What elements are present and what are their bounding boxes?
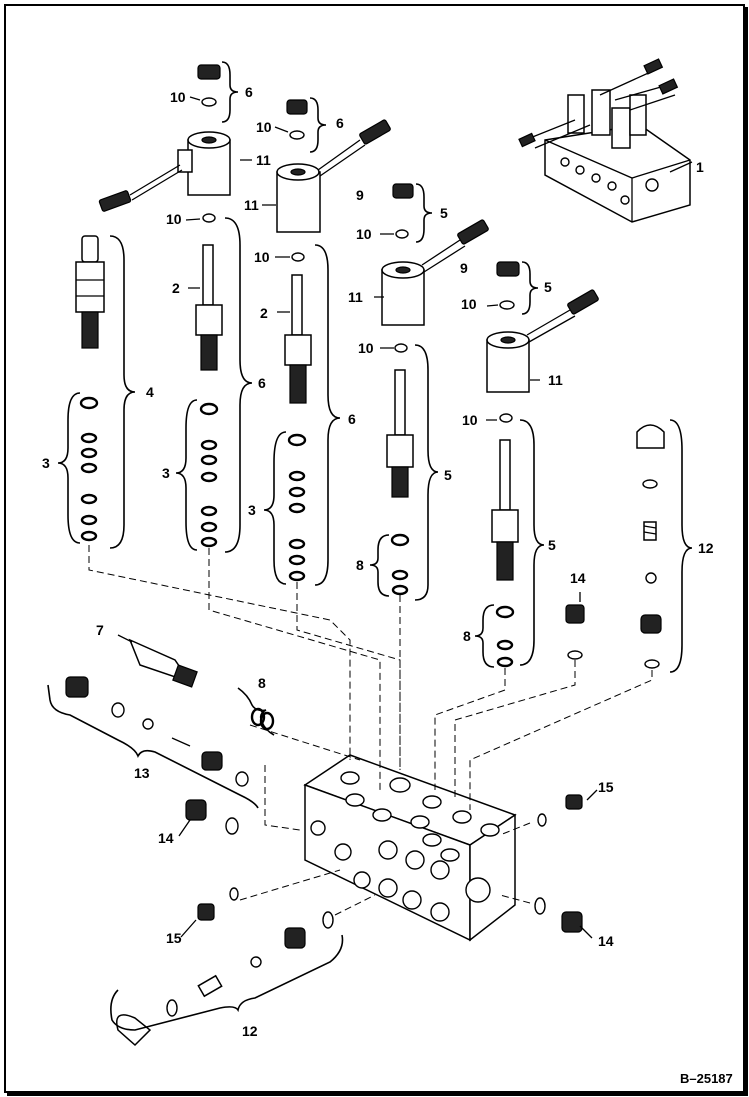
label-3b: 3 <box>162 465 170 481</box>
coil-assembly-b <box>276 99 391 262</box>
label-9a: 9 <box>356 187 364 203</box>
label-15a: 15 <box>598 779 614 795</box>
label-10c: 10 <box>256 119 272 135</box>
cartridge-d <box>491 439 519 581</box>
label-11c: 11 <box>348 289 363 305</box>
label-2a: 2 <box>172 280 180 296</box>
label-13: 13 <box>134 765 150 781</box>
label-8a: 8 <box>356 557 364 573</box>
label-10h: 10 <box>462 412 478 428</box>
label-14a: 14 <box>570 570 586 586</box>
label-15b: 15 <box>166 930 182 946</box>
label-10e: 10 <box>356 226 372 242</box>
relief-valve-7 <box>128 638 275 731</box>
callout-labels: 1 2 2 3 3 3 4 5 5 5 5 6 6 6 6 7 8 8 8 9 … <box>42 84 714 1039</box>
leader-lines <box>117 96 693 939</box>
label-1: 1 <box>696 159 704 175</box>
cartridge-relief-valve <box>75 235 105 349</box>
label-4: 4 <box>146 384 154 400</box>
label-8b: 8 <box>463 628 471 644</box>
label-6b: 6 <box>336 115 344 131</box>
assembled-valve-illustration <box>518 58 691 223</box>
check-valve-kit-bottom <box>116 911 334 1047</box>
label-2b: 2 <box>260 305 268 321</box>
label-5a: 5 <box>440 205 448 221</box>
label-11d: 11 <box>548 372 563 388</box>
label-6a: 6 <box>245 84 253 100</box>
label-11a: 11 <box>256 152 271 168</box>
cartridge-c <box>386 369 414 498</box>
check-valve-kit-13 <box>65 676 249 787</box>
plug-15-bottom <box>197 887 239 921</box>
valve-manifold-block <box>303 754 517 942</box>
label-14b: 14 <box>158 830 174 846</box>
label-10d: 10 <box>254 249 270 265</box>
label-14c: 14 <box>598 933 614 949</box>
label-10f: 10 <box>358 340 374 356</box>
label-12a: 12 <box>698 540 714 556</box>
bracket-braces <box>47 61 693 1031</box>
coil-assembly-c <box>381 183 489 353</box>
plug-15-right <box>537 794 583 827</box>
label-5c: 5 <box>444 467 452 483</box>
label-8c: 8 <box>258 675 266 691</box>
label-10g: 10 <box>461 296 477 312</box>
label-3a: 3 <box>42 455 50 471</box>
label-7: 7 <box>96 622 104 638</box>
plug-14-top <box>565 604 585 660</box>
figure-reference: B–25187 <box>680 1071 733 1086</box>
label-3c: 3 <box>248 502 256 518</box>
cartridge-a <box>195 244 223 371</box>
label-10a: 10 <box>170 89 186 105</box>
label-6c: 6 <box>258 375 266 391</box>
plug-14-bottom <box>534 897 583 933</box>
coil-assembly-a <box>98 64 231 223</box>
seal-kit-rings <box>79 396 515 668</box>
label-12b: 12 <box>242 1023 258 1039</box>
label-5d: 5 <box>548 537 556 553</box>
coil-assembly-d <box>486 261 599 423</box>
alignment-lines <box>88 545 653 916</box>
cartridge-b <box>284 274 312 404</box>
label-5b: 5 <box>544 279 552 295</box>
label-11b: 11 <box>244 197 259 213</box>
plug-14-left <box>185 799 239 835</box>
check-valve-kit-right <box>636 424 665 669</box>
label-6d: 6 <box>348 411 356 427</box>
label-9b: 9 <box>460 260 468 276</box>
label-10b: 10 <box>166 211 182 227</box>
